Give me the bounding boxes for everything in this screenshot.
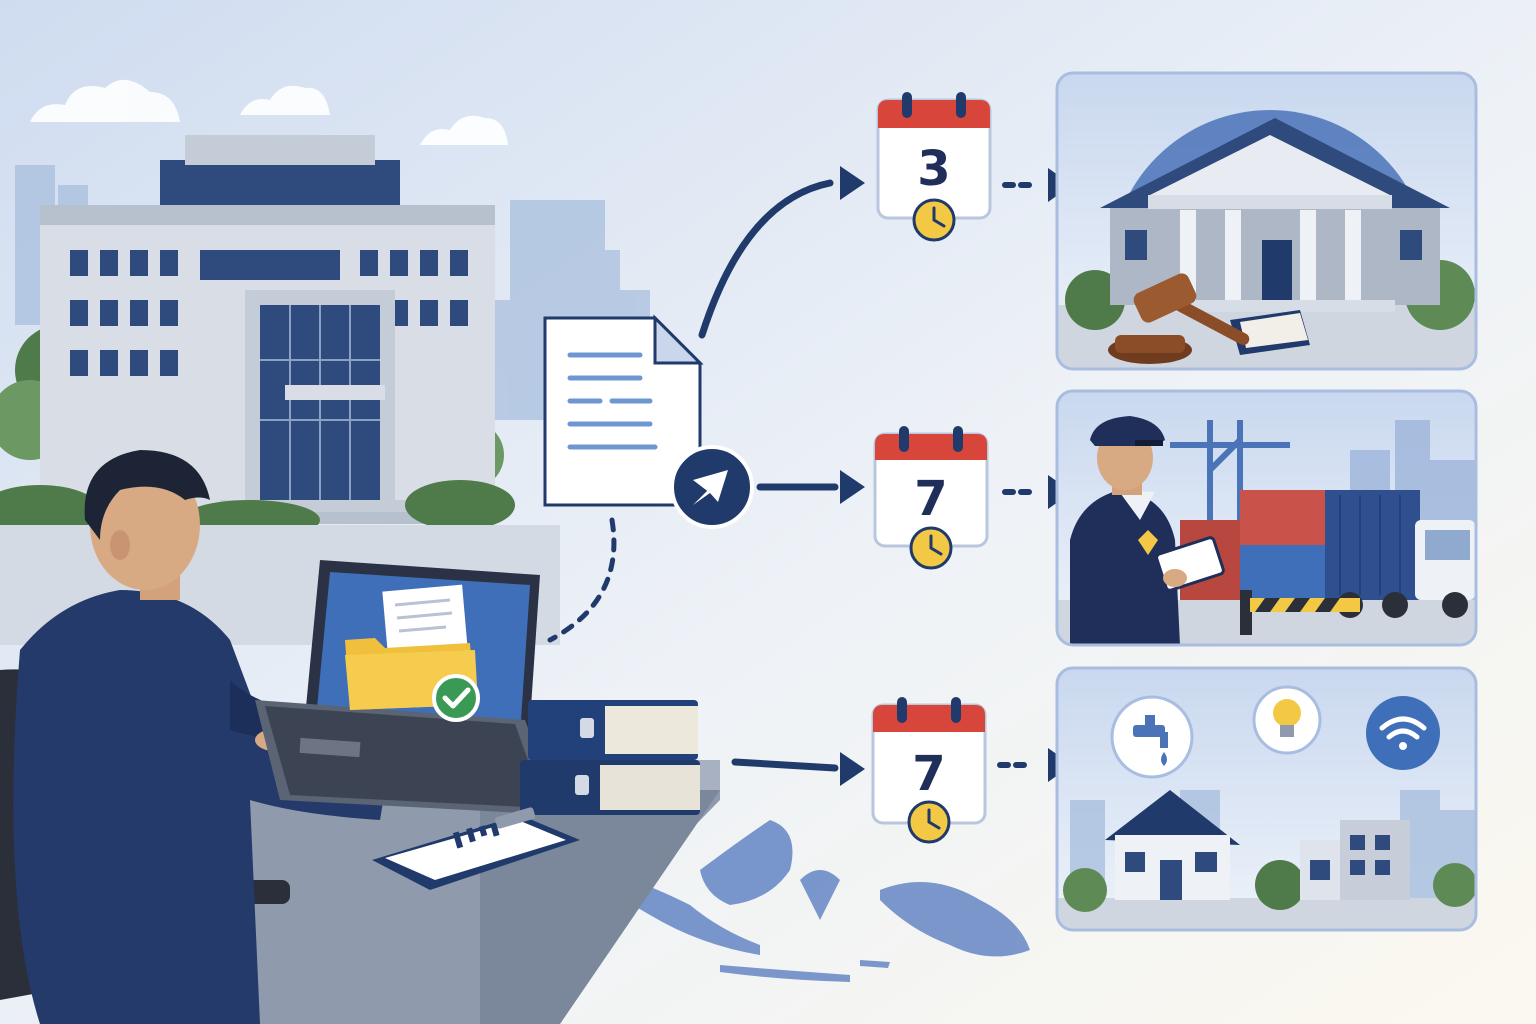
send-icon[interactable] — [670, 445, 754, 529]
clouds — [30, 79, 508, 145]
calendar-icon: 7 — [871, 697, 987, 825]
flow-connectors — [547, 179, 1033, 772]
clock-icon — [912, 198, 956, 242]
clock-icon — [909, 526, 953, 570]
light-bulb-icon — [1252, 685, 1322, 755]
panel-courthouse — [1055, 71, 1478, 371]
document-icon — [543, 314, 704, 507]
binders — [520, 700, 700, 815]
check-icon — [432, 674, 480, 722]
bushes — [0, 480, 515, 540]
calendar-icon: 3 — [876, 92, 992, 220]
wifi-icon — [1366, 696, 1440, 770]
calendar-day-number: 7 — [914, 471, 947, 527]
panel-customs — [1055, 389, 1478, 647]
indonesia-map — [600, 820, 1030, 982]
gavel-icon — [1108, 273, 1250, 364]
water-tap-icon — [1110, 695, 1194, 779]
calendar-day-number: 3 — [917, 141, 950, 197]
calendar-day-number: 7 — [912, 746, 945, 802]
calendar-icon: 7 — [873, 426, 989, 548]
folder-icon — [345, 584, 478, 710]
government-building — [40, 135, 495, 524]
clock-icon — [907, 800, 951, 844]
clipboard — [372, 807, 580, 890]
